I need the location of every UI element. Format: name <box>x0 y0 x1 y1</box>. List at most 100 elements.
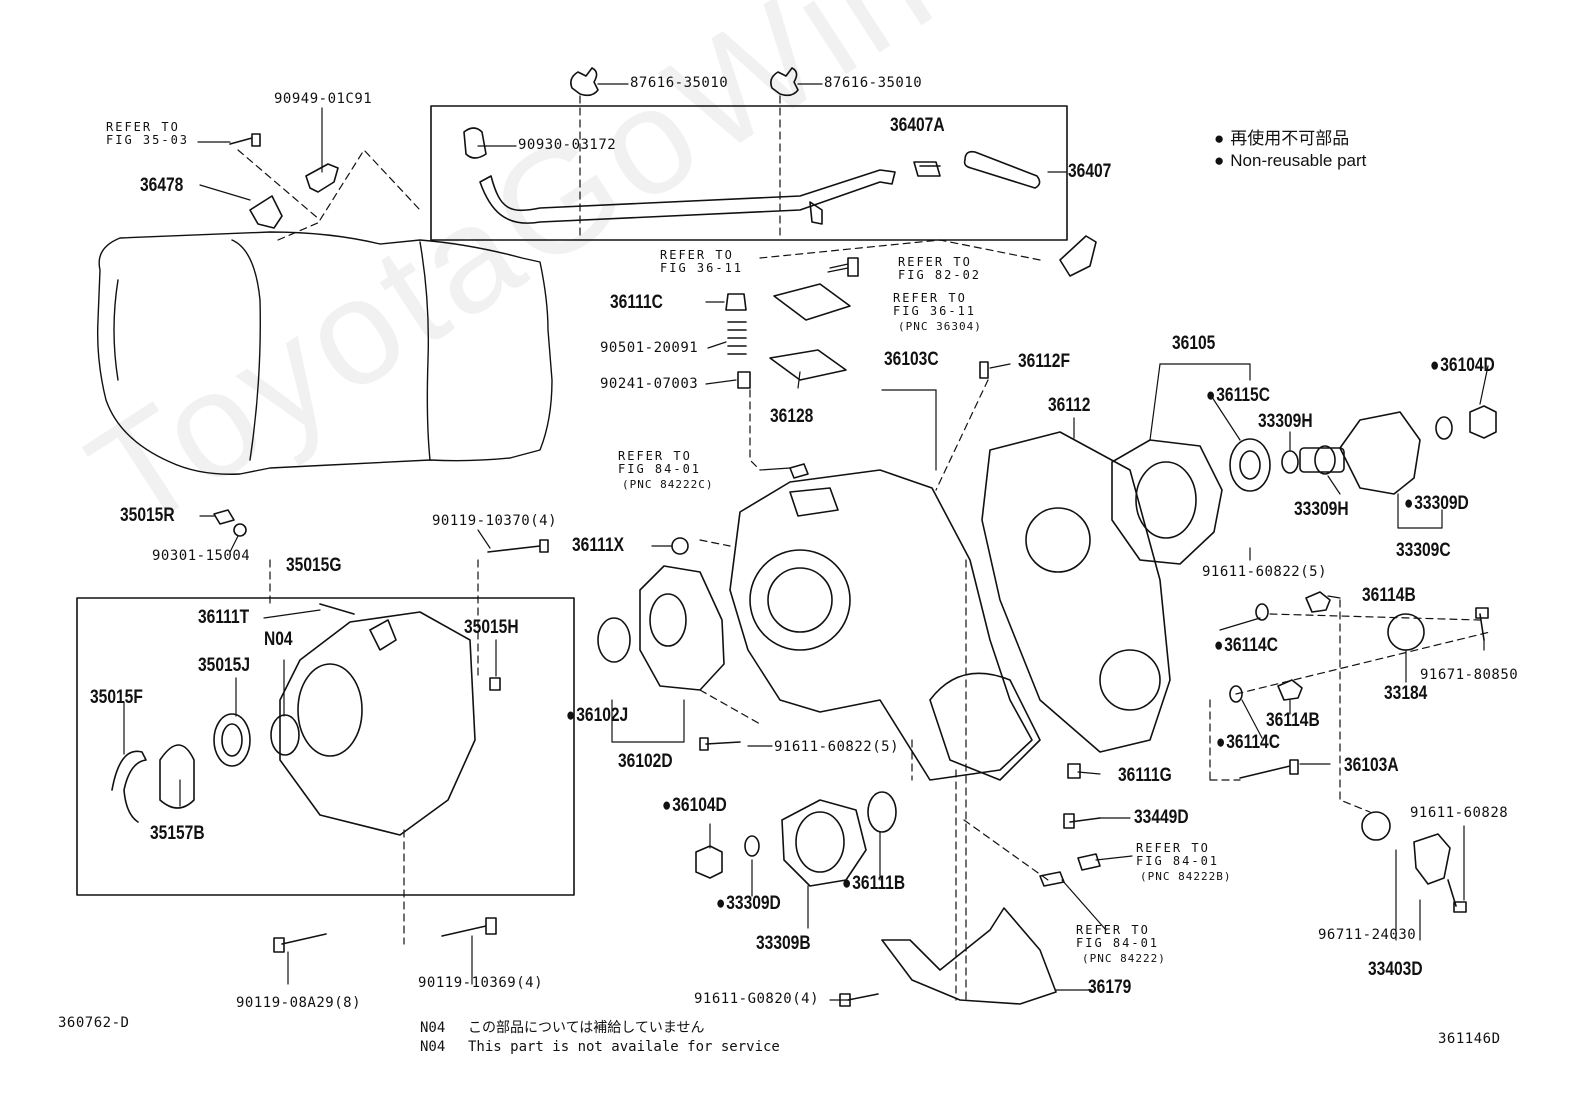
pnc-84222b: (PNC 84222B) <box>1140 870 1232 883</box>
nut-36104d-drawing <box>1469 405 1497 439</box>
ref-fig-84-01-top: REFER TO FIG 84-01 <box>618 449 702 476</box>
label-36111g[interactable]: 36111G <box>1118 765 1172 786</box>
bracket-90949-drawing <box>305 163 339 193</box>
label-36111t[interactable]: 36111T <box>198 607 250 628</box>
leader-lines <box>123 83 1489 1001</box>
label-36111b[interactable]: 36111B <box>842 874 905 893</box>
legend-jp: ●再使用不可部品 <box>1214 129 1350 148</box>
label-36102j[interactable]: 36102J <box>566 706 628 725</box>
label-36407[interactable]: 36407 <box>1068 161 1112 182</box>
bolt-36103a-drawing <box>1239 759 1299 779</box>
label-36111x[interactable]: 36111X <box>572 535 625 556</box>
label-87616-35010-left[interactable]: 87616-35010 <box>630 75 729 91</box>
label-35015r[interactable]: 35015R <box>120 505 175 526</box>
plug-36111x-drawing <box>671 537 689 555</box>
pnc-36304: (PNC 36304) <box>898 320 982 333</box>
label-36102d[interactable]: 36102D <box>618 751 673 772</box>
cap-35157b-drawing <box>159 744 195 809</box>
label-36114c-top[interactable]: 36114C <box>1214 636 1278 655</box>
breather-hose-drawing <box>463 127 1041 225</box>
rear-case-35015g-drawing <box>279 611 476 836</box>
label-36114c-bottom[interactable]: 36114C <box>1216 733 1280 752</box>
clip-right-drawing <box>770 67 799 97</box>
label-90241-07003[interactable]: 90241-07003 <box>600 376 699 392</box>
snap-ring-35015f-drawing <box>111 750 147 823</box>
label-36103c[interactable]: 36103C <box>884 349 939 370</box>
label-36103a[interactable]: 36103A <box>1344 755 1399 776</box>
label-91611-60822-center[interactable]: 91611-60822(5) <box>774 739 900 755</box>
label-96711-24030[interactable]: 96711-24030 <box>1318 927 1417 943</box>
extension-housing-36105-drawing <box>1111 439 1223 565</box>
front-case-36112-drawing <box>981 431 1171 753</box>
bolt-9161160822-drawing <box>699 737 741 751</box>
label-90501-20091[interactable]: 90501-20091 <box>600 340 699 356</box>
label-33403d[interactable]: 33403D <box>1368 959 1423 980</box>
dashed-lines <box>237 95 1491 1001</box>
ref-fig-82-02: REFER TO FIG 82-02 <box>898 255 982 282</box>
gasket-36128-drawing <box>769 349 847 381</box>
label-36115c[interactable]: 36115C <box>1206 386 1270 405</box>
bolt-ref8401b-drawing <box>1077 853 1101 871</box>
label-36114b-bottom[interactable]: 36114B <box>1266 710 1320 731</box>
note-code-jp: N04 <box>420 1020 446 1036</box>
plunger-90241-drawing <box>737 371 751 389</box>
label-36105[interactable]: 36105 <box>1172 333 1216 354</box>
label-90949-01c91[interactable]: 90949-01C91 <box>274 91 373 107</box>
label-33309c[interactable]: 33309C <box>1396 540 1451 561</box>
label-35015g[interactable]: 35015G <box>286 555 342 576</box>
label-36104d-bottom[interactable]: 36104D <box>662 796 727 815</box>
nut-36104d-b-drawing <box>695 845 723 879</box>
bolt-36114b-drawing <box>1305 591 1331 613</box>
label-91611-60822-right[interactable]: 91611-60822(5) <box>1202 564 1328 580</box>
bearing-36115c-drawing <box>1229 438 1271 492</box>
actuator-33403d-drawing <box>1413 833 1451 885</box>
washer-36114c-drawing <box>1255 603 1269 621</box>
bolt-ref8401a-drawing <box>789 463 809 479</box>
label-35015j[interactable]: 35015J <box>198 655 250 676</box>
bolt-ref3503-drawing <box>229 133 261 147</box>
label-36128[interactable]: 36128 <box>770 406 814 427</box>
gasket-96711-drawing <box>1361 811 1391 841</box>
label-35015h[interactable]: 35015H <box>464 617 519 638</box>
bolt-90119-10369-drawing <box>441 917 497 937</box>
label-36112f[interactable]: 36112F <box>1018 351 1070 372</box>
label-33309b[interactable]: 33309B <box>756 933 811 954</box>
label-33309d-bottom[interactable]: 33309D <box>716 894 781 913</box>
label-36111c[interactable]: 36111C <box>610 292 663 313</box>
label-35015f[interactable]: 35015F <box>90 687 143 708</box>
label-n04: N04 <box>264 629 293 650</box>
label-36478[interactable]: 36478 <box>140 175 184 196</box>
label-91611-g0820[interactable]: 91611-G0820(4) <box>694 991 820 1007</box>
label-33184[interactable]: 33184 <box>1384 683 1428 704</box>
label-90119-10369[interactable]: 90119-10369(4) <box>418 975 544 991</box>
label-35157b[interactable]: 35157B <box>150 823 205 844</box>
label-33449d[interactable]: 33449D <box>1134 807 1189 828</box>
label-90119-08a29[interactable]: 90119-08A29(8) <box>236 995 362 1011</box>
bolt-91671-drawing <box>1475 607 1489 641</box>
label-33309d-right[interactable]: 33309D <box>1404 494 1469 513</box>
bolt-ref8401c-drawing <box>1039 871 1065 887</box>
clip-left-drawing <box>570 67 599 97</box>
bolt-33449d-drawing <box>1063 813 1101 829</box>
label-36179[interactable]: 36179 <box>1088 977 1132 998</box>
plug-36111c-drawing <box>725 293 747 311</box>
label-91671-80850[interactable]: 91671-80850 <box>1420 667 1519 683</box>
spring-90501-drawing <box>727 321 747 355</box>
label-36114b-top[interactable]: 36114B <box>1362 585 1416 606</box>
transfer-case-drawing <box>729 469 1041 781</box>
label-90930-03172[interactable]: 90930-03172 <box>518 137 617 153</box>
pnc-84222: (PNC 84222) <box>1082 952 1166 965</box>
label-33309h-top[interactable]: 33309H <box>1258 411 1313 432</box>
label-90301-15004[interactable]: 90301-15004 <box>152 548 251 564</box>
label-33309h-bottom[interactable]: 33309H <box>1294 499 1349 520</box>
seal-n04-drawing <box>270 714 300 756</box>
bolt-90119-10370-drawing <box>487 539 549 553</box>
label-36407a[interactable]: 36407A <box>890 115 945 136</box>
label-87616-35010-right[interactable]: 87616-35010 <box>824 75 923 91</box>
label-36104d-top[interactable]: 36104D <box>1430 356 1495 375</box>
label-91611-60828[interactable]: 91611-60828 <box>1410 805 1509 821</box>
label-36112[interactable]: 36112 <box>1048 395 1091 416</box>
label-90119-10370[interactable]: 90119-10370(4) <box>432 513 558 529</box>
bracket-ref8202-drawing <box>1059 235 1097 277</box>
